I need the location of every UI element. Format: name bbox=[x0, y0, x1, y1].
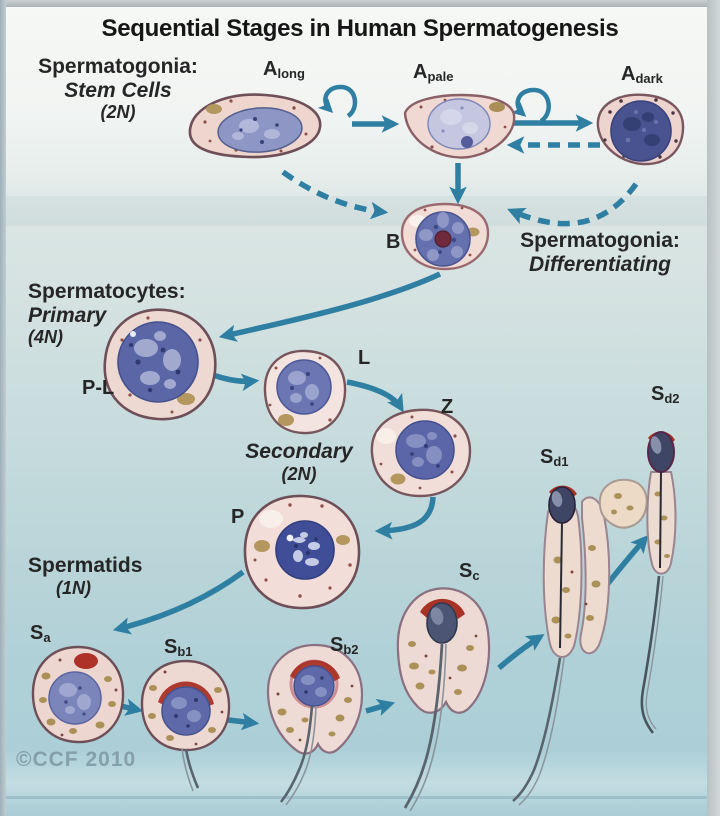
cell-a-long bbox=[188, 93, 322, 159]
stage-base: S bbox=[330, 634, 344, 656]
stage-base: L bbox=[358, 347, 371, 369]
stage-base: Z bbox=[441, 396, 454, 418]
group-line: Spermatocytes: bbox=[28, 280, 186, 303]
self-renewal-arrow-a-long bbox=[317, 84, 358, 118]
cell-s-b2 bbox=[266, 643, 364, 806]
cell-p-l bbox=[103, 308, 217, 421]
stage-label-p-l: P-L bbox=[82, 377, 114, 401]
dashed-arrow-a-dark-to-b bbox=[507, 182, 639, 227]
stage-label-s-a: Sa bbox=[30, 622, 51, 646]
cell-s-a bbox=[31, 645, 125, 744]
arrow-s-b1-to-s-b2 bbox=[227, 712, 260, 731]
group-label-spermatogonia-stem: Spermatogonia: Stem Cells (2N) bbox=[18, 55, 218, 122]
stage-base: S bbox=[459, 560, 473, 582]
stage-label-s-d2: Sd2 bbox=[651, 383, 680, 407]
arrow-s-c-to-s-d1 bbox=[497, 634, 545, 671]
arrow-l-to-z bbox=[346, 379, 404, 413]
group-line: (1N) bbox=[56, 577, 91, 598]
stage-label-s-b2: Sb2 bbox=[330, 634, 359, 658]
group-line: (4N) bbox=[28, 327, 63, 348]
group-label-spermatids: Spermatids (1N) bbox=[28, 554, 142, 598]
arrow-p-to-s-a bbox=[112, 569, 245, 635]
stage-base: A bbox=[413, 61, 428, 83]
stage-label-b: B bbox=[386, 231, 400, 255]
stage-base: S bbox=[540, 446, 554, 468]
group-line: (2N) bbox=[100, 102, 136, 123]
dashed-arrow-a-long-to-b bbox=[281, 169, 389, 220]
cell-s-c bbox=[396, 587, 491, 812]
diagram-title: Sequential Stages in Human Spermatogenes… bbox=[101, 15, 619, 42]
stage-label-a-dark: Adark bbox=[621, 63, 663, 87]
cell-a-pale bbox=[403, 93, 516, 159]
stage-label-z: Z bbox=[441, 396, 453, 420]
stage-label-p: P bbox=[231, 506, 244, 530]
stage-label-s-d1: Sd1 bbox=[540, 446, 569, 470]
stage-sub: b1 bbox=[177, 644, 193, 659]
stage-label-s-b1: Sb1 bbox=[164, 636, 193, 660]
group-line: Stem Cells bbox=[64, 78, 172, 102]
stage-sub: dark bbox=[635, 71, 663, 86]
residual-body bbox=[598, 478, 648, 529]
cell-s-d2 bbox=[640, 431, 677, 734]
frame-top bbox=[0, 0, 720, 7]
cell-a-dark bbox=[596, 93, 685, 166]
stage-label-a-long: Along bbox=[263, 58, 305, 82]
group-line: Spermatogonia: bbox=[38, 55, 198, 78]
lineage-arrows bbox=[111, 84, 649, 731]
stage-sub: b2 bbox=[343, 642, 359, 657]
stage-sub: a bbox=[43, 630, 51, 645]
group-line: Spermatogonia: bbox=[520, 229, 680, 252]
stage-base: P-L bbox=[82, 377, 115, 399]
stage-sub: long bbox=[277, 66, 305, 81]
stage-base: S bbox=[651, 383, 665, 405]
copyright-watermark: ©CCF 2010 bbox=[16, 748, 137, 771]
stage-sub: pale bbox=[427, 69, 454, 84]
stage-base: S bbox=[164, 636, 178, 658]
stage-sub: c bbox=[472, 568, 480, 583]
stage-sub: d1 bbox=[553, 454, 569, 469]
group-line: Primary bbox=[28, 303, 107, 327]
arrow-p-l-to-l bbox=[212, 372, 260, 392]
stage-base: A bbox=[621, 63, 636, 85]
cell-b bbox=[400, 202, 490, 271]
cell-s-b1 bbox=[140, 659, 231, 792]
cell-s-d1 bbox=[512, 485, 611, 806]
frame-left bbox=[0, 0, 6, 816]
frame-right bbox=[707, 0, 720, 816]
stage-label-s-c: Sc bbox=[459, 560, 480, 584]
arrow-b-to-p-l bbox=[218, 271, 442, 342]
arrow-s-b2-to-s-c bbox=[365, 699, 396, 716]
cell-p bbox=[243, 494, 361, 610]
self-renewal-arrow-a-pale bbox=[510, 87, 551, 123]
cell-z bbox=[370, 408, 472, 498]
group-line: Secondary bbox=[245, 440, 353, 463]
stage-base: A bbox=[263, 58, 278, 80]
group-label-spermatogonia-differentiating: Spermatogonia: Differentiating bbox=[495, 229, 705, 276]
stage-label-l: L bbox=[358, 347, 370, 371]
stage-label-a-pale: Apale bbox=[413, 61, 453, 85]
group-label-spermatocytes-primary: Spermatocytes: Primary (4N) bbox=[28, 280, 186, 347]
arrow-z-to-p bbox=[374, 496, 436, 540]
cell-l bbox=[263, 349, 347, 435]
stage-base: B bbox=[386, 231, 401, 253]
stage-base: S bbox=[30, 622, 44, 644]
stage-sub: d2 bbox=[664, 391, 680, 406]
group-line: Differentiating bbox=[529, 252, 671, 276]
stage-base: P bbox=[231, 506, 245, 528]
group-line: (2N) bbox=[281, 463, 317, 484]
group-line: Spermatids bbox=[28, 554, 143, 577]
group-label-secondary: Secondary (2N) bbox=[234, 440, 364, 484]
